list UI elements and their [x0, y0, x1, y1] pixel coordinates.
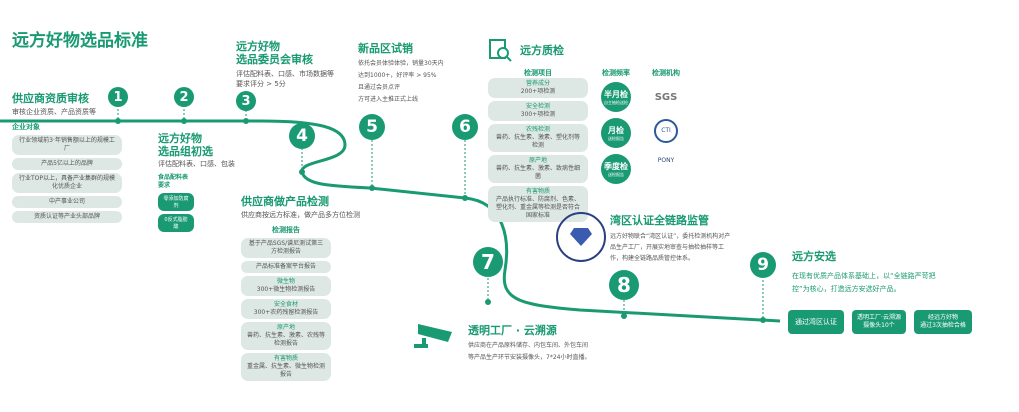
sub-title: 企业对象 [12, 123, 40, 131]
diamond-icon [570, 228, 592, 246]
step-desc-line: 且通过会员点评 [358, 84, 401, 91]
pony-logo: PONY [657, 157, 675, 164]
list-item: 300+微生物检测报告 [256, 286, 316, 293]
step-8-marker: 8 [609, 270, 639, 300]
column-header: 检测机构 [652, 69, 680, 77]
step-title: 远方好物 选品组初选 [158, 132, 213, 158]
step-8: 湾区认证全链路监管 远方好物联合“湾区认证”，委托检测机构对产品生产工厂，开展实… [610, 212, 735, 264]
column-header: 检测项目 [524, 69, 552, 77]
page-title: 远方好物选品标准 [12, 31, 148, 51]
list-item: 行业领域前3·年销售额以上的规模工厂 [12, 135, 122, 155]
list-item: 中产事业公司 [12, 196, 122, 208]
tag: 0反式脂肪酸 [158, 214, 194, 232]
step-title: 新品区试销 [358, 42, 413, 55]
step-desc-line: 方可进入主推正式上线 [358, 96, 419, 103]
list-item: 行业TOP以上，具备产业集群的规模化优质企业 [12, 173, 122, 193]
list-item: 200+项检测 [520, 88, 556, 95]
list-item: 300+项检测 [520, 111, 556, 118]
step-5: 新品区试销 依托会员体验体验，销量30天内 达到1000+，好评率 > 95% … [358, 40, 478, 106]
list-item: 兽药、抗生素、激素、塑化剂等检测 [495, 134, 580, 149]
list-item: 兽药、抗生素、激素、致病性细菌 [495, 165, 580, 180]
step-desc: 审核企业资质、产品资质等 [12, 108, 96, 116]
feature-box: 透明工厂·云溯源 摄像头10个 [852, 310, 906, 334]
step-title: 湾区认证全链路监管 [610, 214, 709, 227]
step-9: 远方安选 在现有优质产品体系基础上，以“全链路严苛把控”为核心，打造远方安选好产… [792, 248, 942, 296]
list-item: 基于产品SGS/谱尼测试第三方检测报告 [248, 240, 324, 255]
step-2: 远方好物 选品组初选 评估配料表、口感、包装 食品配料表 要求 零添加防腐剂 0… [158, 132, 238, 235]
step-3: 远方好物 选品委员会审核 评估配料表、口感、市场数据等 要求评分 > 5分 [236, 40, 336, 89]
list-item: 产品执行标准、防腐剂、色素、塑化剂、重金属等检测是否符合国家标准 [495, 196, 580, 219]
sgs-logo: SGS [654, 92, 678, 103]
list-item: 重金属、抗生素、微生物检测报告 [247, 363, 326, 378]
step-7: 透明工厂 · 云溯源 供应商在产品原料储存、内包车间、外包车间等产品生产环节安装… [468, 322, 593, 364]
step-9-marker: 9 [750, 252, 776, 278]
step-6-marker: 6 [452, 114, 478, 140]
step-title: 远方质检 [520, 44, 564, 57]
step-1: 供应商资质审核 审核企业资质、产品资质等 企业对象 行业领域前3·年销售额以上的… [12, 90, 122, 226]
step-desc: 在现有优质产品体系基础上，以“全链路严苛把控”为核心，打造远方安选好产品。 [792, 272, 936, 293]
camera-icon [414, 318, 458, 356]
step-desc: 评估配料表、口感、市场数据等 要求评分 > 5分 [236, 70, 334, 88]
step-desc: 评估配料表、口感、包装 [158, 160, 235, 168]
step-4-marker: 4 [289, 123, 315, 149]
list-item: 300+农药残留检测报告 [253, 309, 319, 316]
step-3-marker: 3 [236, 91, 256, 111]
step-desc: 供应商在产品原料储存、内包车间、外包车间等产品生产环节安装摄像头，7*24小时直… [468, 342, 591, 361]
feature-box: 通过湾区认证 [788, 310, 844, 334]
document-search-icon [489, 39, 512, 62]
step-desc-line: 达到1000+，好评率 > 95% [358, 72, 437, 79]
step-7-marker: 7 [473, 247, 503, 277]
step-9-boxes: 通过湾区认证 透明工厂·云溯源 摄像头10个 经远方好物 通过3次抽检合格 [788, 310, 972, 334]
step-desc-line: 依托会员体验体验，销量30天内 [358, 60, 444, 67]
sub-title: 检测报告 [272, 226, 300, 234]
cti-logo: CTI [654, 119, 678, 143]
sub-title: 食品配料表 要求 [158, 174, 189, 189]
step-1-marker: 1 [108, 87, 128, 107]
step-title: 供应商资质审核 [12, 92, 89, 105]
step-title: 透明工厂 · 云溯源 [468, 324, 557, 337]
list-item: 资质认证等产业头部品牌 [12, 211, 122, 223]
tag: 零添加防腐剂 [158, 193, 194, 211]
step-2-marker: 2 [174, 87, 194, 107]
list-item: 产品5亿以上的品牌 [12, 158, 122, 170]
list-item: 兽药、抗生素、激素、农残等检测报告 [247, 332, 326, 347]
bay-area-certification-seal [556, 212, 606, 262]
step-desc: 远方好物联合“湾区认证”，委托检测机构对产品生产工厂，开展实地审查与抽检抽样等工… [610, 233, 731, 262]
step-title: 远方安选 [792, 250, 836, 263]
step-title: 供应商做产品检测 [241, 195, 329, 208]
column-header: 检测频率 [602, 69, 630, 77]
step-5-marker: 5 [359, 114, 385, 140]
step-4: 供应商做产品检测 供应商按远方标准，做产品多方位检测 检测报告 基于产品SGS/… [241, 193, 360, 384]
step-title: 远方好物 选品委员会审核 [236, 40, 313, 66]
step-desc: 供应商按远方标准，做产品多方位检测 [241, 211, 360, 219]
list-item: 产品标准备案平台报告 [255, 263, 316, 270]
feature-box: 经远方好物 通过3次抽检合格 [914, 310, 972, 334]
